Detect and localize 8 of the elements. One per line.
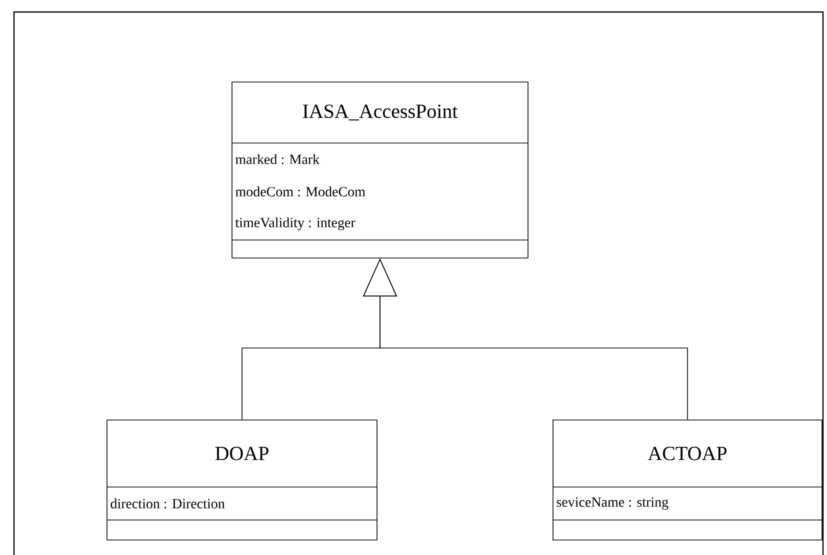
class-name: IASA_AccessPoint — [302, 104, 458, 120]
attribute: seviceName : string — [556, 497, 668, 510]
class-name: DOAP — [215, 446, 268, 460]
attribute: modeCom : ModeCom — [236, 186, 366, 196]
attribute: direction : Direction — [110, 498, 225, 508]
attribute: marked : Mark — [236, 154, 320, 164]
class-name: ACTOAP — [648, 446, 727, 460]
attribute: timeValidity : integer — [235, 217, 356, 230]
